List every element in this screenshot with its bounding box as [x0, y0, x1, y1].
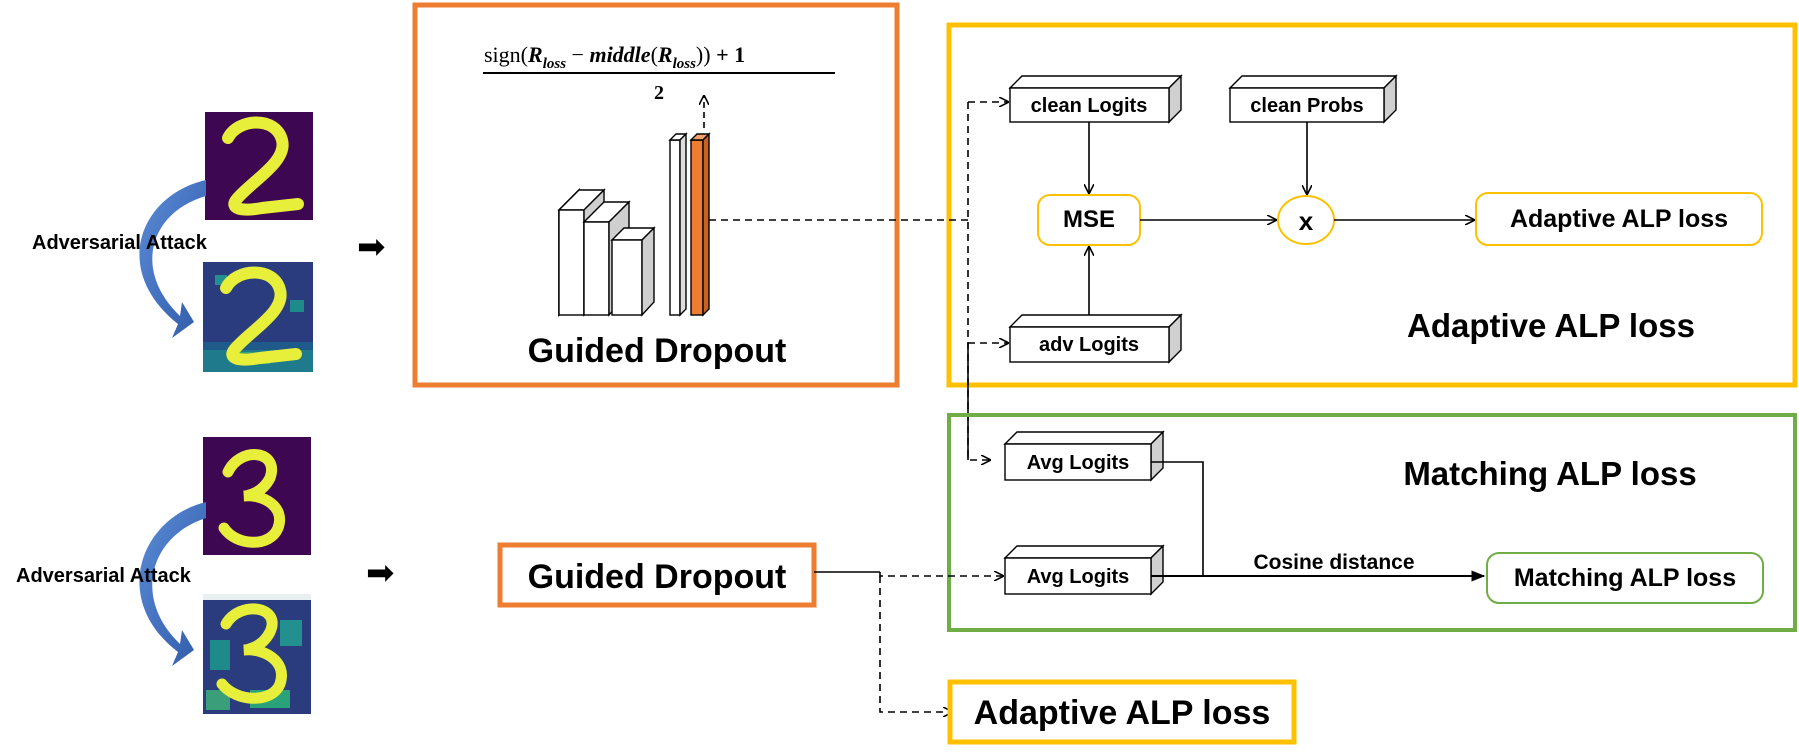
svg-text:sign(Rloss − middle(Rloss)) +: sign(Rloss − middle(Rloss)) + 1 [484, 42, 745, 72]
guided-dropout-box-bottom [497, 542, 817, 608]
adversarial-attack-label-top: Adversarial Attack [32, 232, 208, 254]
guided-dropout-formula: sign(Rloss − middle(Rloss)) + 1 2 [483, 42, 835, 104]
cnn-layers-icon [557, 132, 711, 317]
cosine-distance-label: Cosine distance [1253, 551, 1414, 574]
adaptive-alp-loss-bottom-box [947, 679, 1297, 745]
clean-logits-box: clean Logits [1008, 74, 1183, 124]
multiply-label: x [1299, 206, 1314, 236]
avg-logits-box-top: Avg Logits [1003, 430, 1165, 482]
avg-logits-label-top: Avg Logits [1027, 452, 1130, 474]
right-arrow-icon: ➡ [366, 554, 395, 592]
digit-image-3-clean [203, 437, 311, 555]
matching-alp-loss-output [1486, 552, 1764, 604]
guided-dropout-label-top: Guided Dropout [528, 332, 787, 370]
right-arrow-icon: ➡ [357, 228, 386, 266]
svg-text:2: 2 [654, 82, 664, 104]
adaptive-alp-loss-output [1475, 192, 1763, 246]
arrow-dropout-to-avg-logits [879, 572, 1003, 576]
clean-probs-box: clean Probs [1228, 74, 1398, 124]
digit-image-2-clean [205, 112, 313, 220]
adversarial-attack-label-bottom: Adversarial Attack [16, 565, 192, 587]
adversarial-attack-curved-arrow-1 [139, 180, 206, 338]
clean-probs-label: clean Probs [1250, 95, 1363, 117]
adversarial-attack-curved-arrow-2 [139, 502, 206, 666]
digit-image-2-adversarial [203, 262, 313, 372]
avg-logits-label-bottom: Avg Logits [1027, 566, 1130, 588]
arrow-dropout-to-adaptive-loss [879, 576, 952, 712]
guided-dropout-label-bottom: Guided Dropout [528, 558, 787, 596]
guided-dropout-box [412, 2, 900, 388]
digit-image-3-adversarial [203, 594, 311, 714]
adaptive-alp-loss-section [946, 22, 1798, 388]
mse-label: MSE [1063, 206, 1115, 233]
matching-alp-loss-output-label: Matching ALP loss [1514, 564, 1736, 592]
matching-section-title: Matching ALP loss [1403, 455, 1696, 492]
adv-logits-box: adv Logits [1008, 313, 1183, 364]
adaptive-alp-loss-output-label: Adaptive ALP loss [1510, 205, 1728, 233]
adv-logits-label: adv Logits [1039, 334, 1139, 356]
avg-logits-box-bottom: Avg Logits [1003, 544, 1165, 596]
matching-alp-loss-section [947, 413, 1797, 632]
adaptive-section-title: Adaptive ALP loss [1407, 307, 1695, 344]
clean-logits-label: clean Logits [1031, 95, 1148, 117]
adaptive-alp-loss-bottom-label: Adaptive ALP loss [974, 694, 1271, 732]
network-to-logits-dashed-path [709, 102, 1008, 460]
